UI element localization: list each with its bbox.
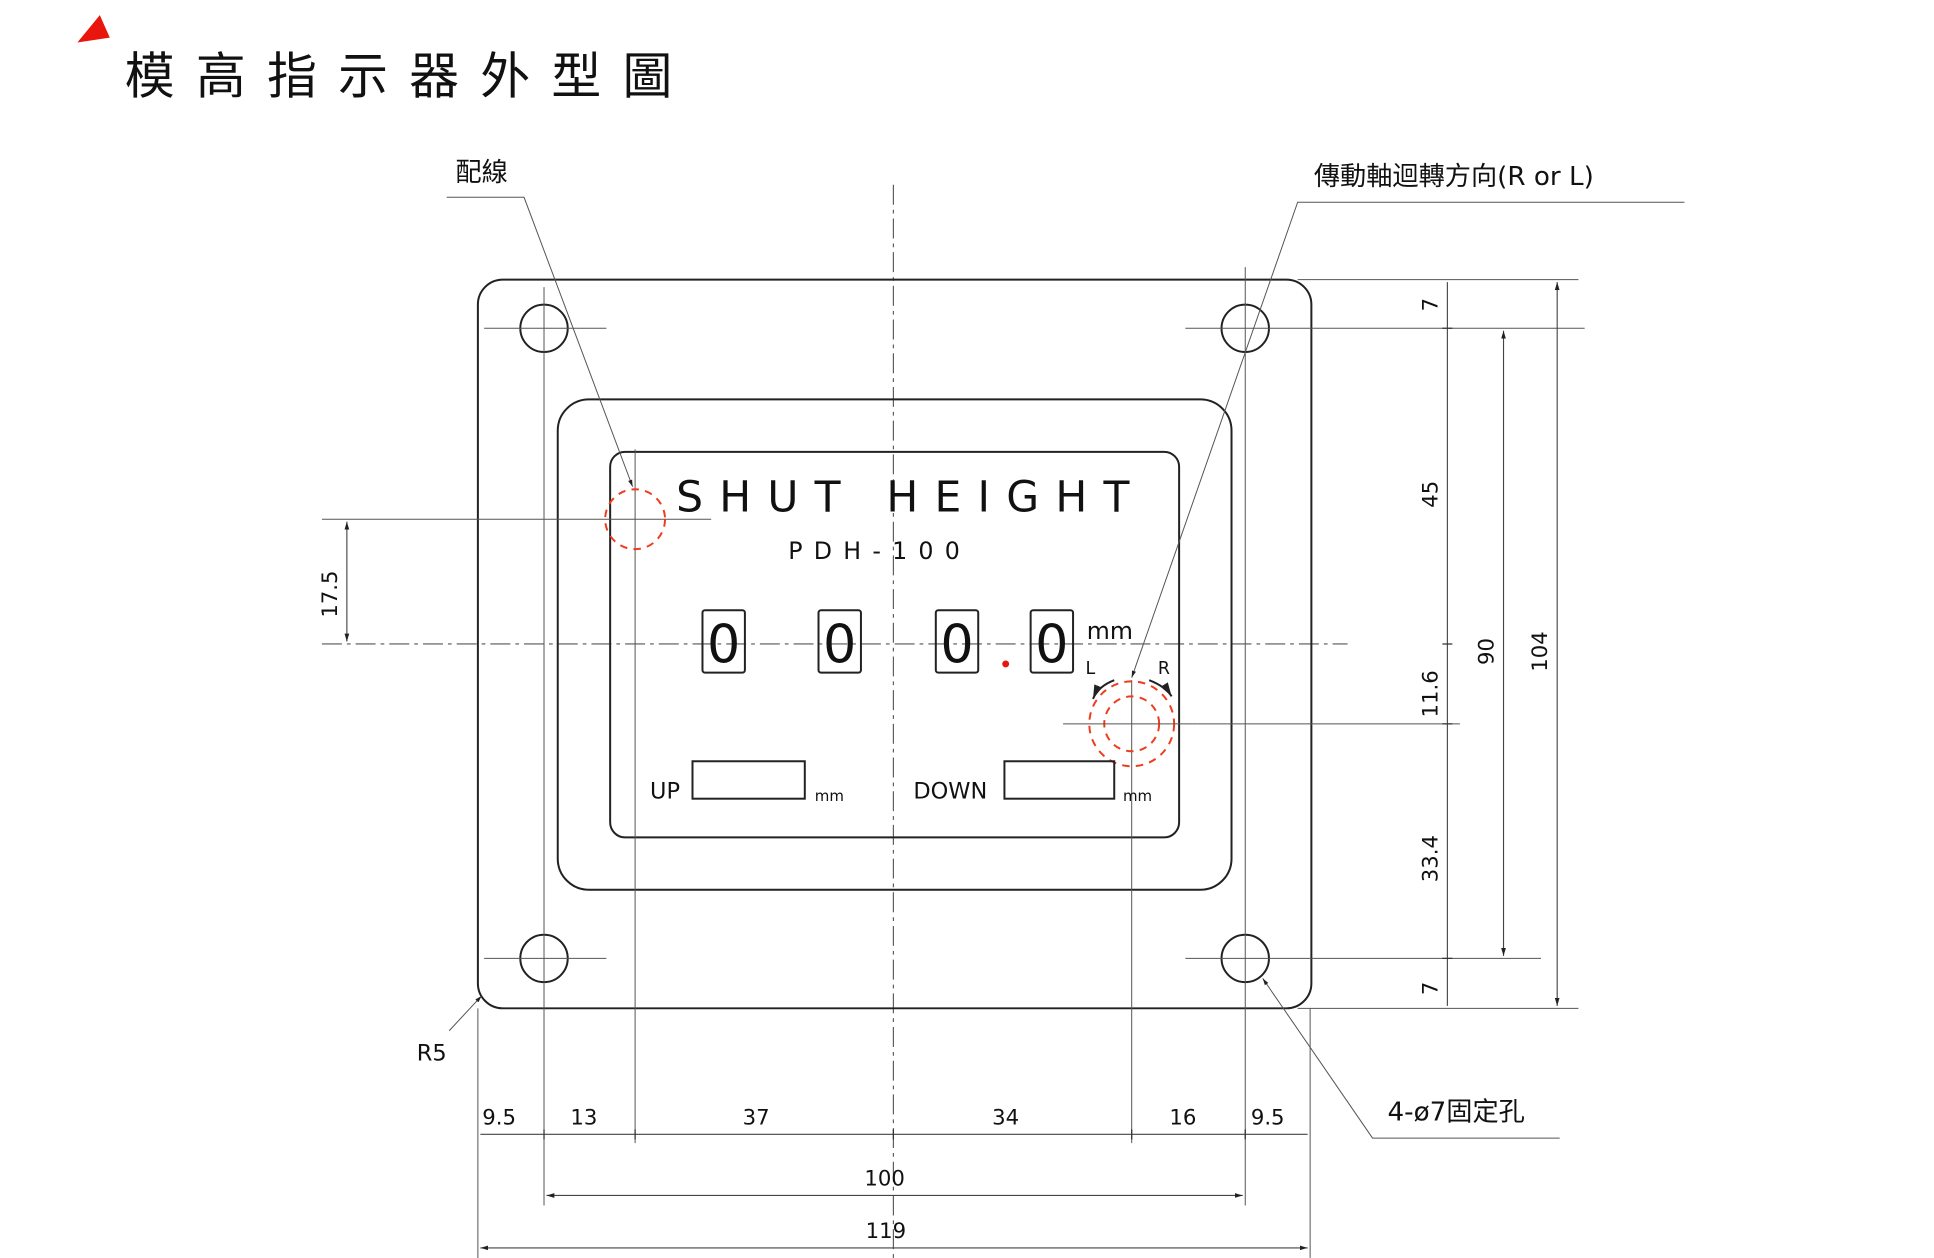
- page-title: 模高指示器外型圖: [125, 48, 694, 106]
- panel-model: PDH-100: [788, 537, 971, 565]
- svg-text:7: 7: [1418, 298, 1443, 312]
- extension-lines: [321, 267, 1579, 1258]
- rotation-right-arrow: [1148, 679, 1173, 697]
- rotation-direction-label: 傳動軸迴轉方向(R or L): [1314, 162, 1594, 192]
- counter-digits: 0 0 0 0: [701, 609, 1075, 676]
- wiring-label: 配線: [455, 158, 507, 188]
- svg-text:16: 16: [1169, 1105, 1196, 1130]
- svg-text:33.4: 33.4: [1418, 835, 1443, 882]
- red-corner-marker: [77, 15, 110, 43]
- rotation-left-label: L: [1086, 659, 1096, 679]
- right-dimension-chain: 7 45 11.6 33.4 7: [1418, 282, 1453, 1006]
- up-label: UP: [650, 779, 680, 805]
- inner-panel: [609, 450, 1181, 839]
- radius-label: R5: [417, 1041, 447, 1067]
- dimension-119: 119: [866, 1219, 906, 1244]
- svg-text:13: 13: [570, 1105, 597, 1130]
- wiring-position-circle: [604, 488, 667, 551]
- svg-text:0: 0: [1035, 615, 1068, 676]
- dimension-90: 90: [1475, 638, 1500, 665]
- svg-text:7: 7: [1418, 982, 1443, 996]
- rotation-right-label: R: [1158, 659, 1170, 679]
- down-window: [1003, 760, 1116, 800]
- svg-text:45: 45: [1418, 481, 1443, 508]
- svg-text:0: 0: [707, 615, 740, 676]
- panel-heading: SHUT HEIGHT: [676, 474, 1146, 523]
- svg-text:34: 34: [992, 1105, 1019, 1130]
- svg-text:0: 0: [823, 615, 856, 676]
- svg-text:9.5: 9.5: [482, 1105, 516, 1130]
- middle-frame: [556, 398, 1233, 891]
- dimension-104: 104: [1528, 631, 1553, 671]
- up-unit: mm: [815, 787, 844, 805]
- svg-text:0: 0: [940, 615, 973, 676]
- bottom-dimension-chain: 9.5 13 37 34 16 9.5: [480, 1105, 1308, 1140]
- svg-text:9.5: 9.5: [1251, 1105, 1285, 1130]
- dimension-17-5: 17.5: [318, 570, 343, 617]
- fixing-holes-label: 4-ø7固定孔: [1387, 1098, 1524, 1128]
- svg-text:37: 37: [743, 1105, 770, 1130]
- svg-text:11.6: 11.6: [1418, 670, 1443, 717]
- dimension-100: 100: [864, 1166, 904, 1191]
- outer-plate: [476, 278, 1313, 1010]
- down-label: DOWN: [913, 779, 987, 805]
- counter-unit: mm: [1087, 617, 1133, 645]
- rotation-left-arrow: [1092, 679, 1115, 700]
- down-unit: mm: [1123, 787, 1152, 805]
- up-window: [691, 760, 806, 800]
- decimal-point: [1002, 660, 1010, 668]
